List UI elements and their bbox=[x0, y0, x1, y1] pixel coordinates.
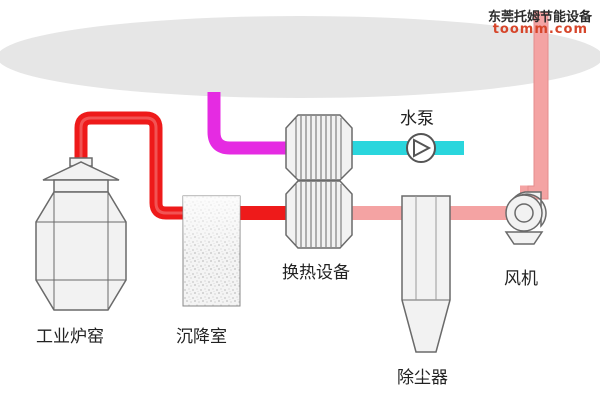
fan-icon bbox=[504, 191, 547, 245]
label-water-pump: 水泵 bbox=[400, 109, 434, 129]
hot-flue-pipe-furnace bbox=[74, 111, 183, 220]
cooled-flue-pipe-2 bbox=[450, 206, 508, 220]
settling-chamber bbox=[182, 195, 241, 307]
cooled-flue-pipe-1 bbox=[352, 206, 402, 220]
background-ellipse bbox=[0, 16, 600, 98]
watermark-company: 东莞托姆节能设备 bbox=[487, 10, 592, 25]
heat-exchanger bbox=[285, 114, 353, 249]
watermark-url: toomm.com bbox=[492, 22, 588, 37]
water-pump-icon bbox=[406, 133, 436, 163]
dust-collector bbox=[401, 195, 451, 353]
label-dust-collector: 除尘器 bbox=[397, 368, 448, 388]
industrial-furnace bbox=[35, 157, 127, 311]
hot-water-pipe bbox=[207, 92, 286, 155]
hot-flue-pipe-settling bbox=[240, 206, 286, 220]
label-furnace: 工业炉窑 bbox=[36, 327, 104, 347]
label-fan: 风机 bbox=[504, 269, 538, 289]
label-heat-exchanger: 换热设备 bbox=[282, 263, 350, 283]
label-settling-chamber: 沉降室 bbox=[176, 327, 227, 347]
